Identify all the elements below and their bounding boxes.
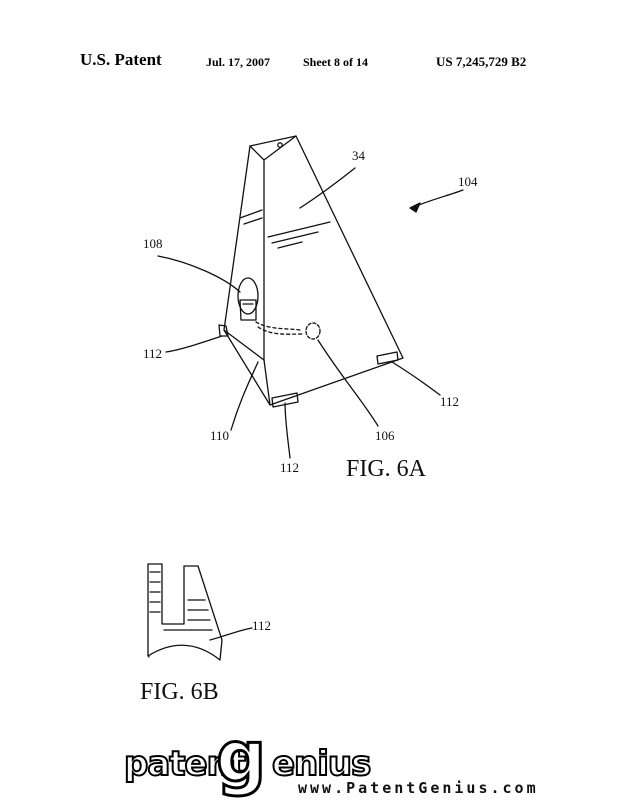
brand-g-letter: g [214, 716, 267, 798]
ref-112-right: 112 [440, 394, 459, 409]
sheet-number: Sheet 8 of 14 [303, 55, 368, 69]
fig-6a-pyramid [157, 135, 464, 459]
fig-6b-caption: FIG. 6B [140, 679, 219, 705]
brand-patent-text: patent [123, 743, 247, 785]
brand-url[interactable]: www.PatentGenius.com [298, 779, 539, 797]
patent-number: US 7,245,729 B2 [436, 54, 527, 69]
fig-6a-caption: FIG. 6A [346, 456, 427, 482]
ref-112-fig6b: 112 [252, 618, 271, 633]
ref-104: 104 [458, 174, 478, 189]
fig-6b-foot [147, 563, 253, 661]
ref-112-front: 112 [280, 460, 299, 475]
ref-112-left: 112 [143, 346, 162, 361]
brand-enius-text: enius [271, 743, 372, 785]
ref-106: 106 [375, 428, 395, 443]
patent-label: U.S. Patent [80, 50, 162, 69]
ref-110: 110 [210, 428, 229, 443]
ref-108: 108 [143, 236, 163, 251]
patentgenius-watermark: patent g enius www.PatentGenius.com [120, 721, 536, 800]
ref-34: 34 [352, 148, 366, 163]
patent-date: Jul. 17, 2007 [206, 55, 271, 69]
